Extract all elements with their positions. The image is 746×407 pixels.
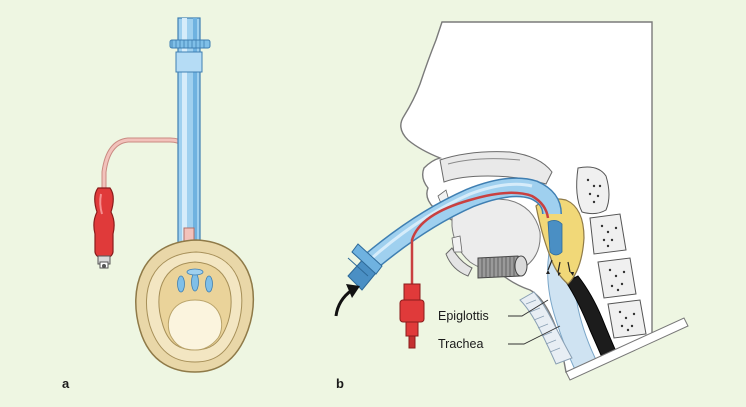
inserted-tube bbox=[347, 177, 562, 291]
trachea bbox=[519, 291, 573, 365]
mask-cuff bbox=[135, 239, 255, 373]
epiglottis-label: Epiglottis bbox=[438, 309, 489, 323]
panel-b-letter: b bbox=[336, 376, 344, 391]
pilot-balloon-b-icon bbox=[399, 283, 425, 349]
tongue bbox=[451, 198, 541, 273]
head-sagittal-section-icon bbox=[347, 21, 689, 381]
tube-connector bbox=[347, 243, 383, 291]
epiglottis bbox=[535, 198, 585, 285]
laryngeal-mask-airway-icon bbox=[93, 17, 255, 373]
epiglottis-leader bbox=[508, 299, 549, 317]
panel-a-letter: a bbox=[62, 376, 70, 391]
insertion-arrow-icon bbox=[334, 284, 360, 317]
pilot-balloon-icon bbox=[93, 187, 115, 269]
trachea-leader bbox=[508, 325, 561, 345]
cervical-spine bbox=[565, 166, 689, 381]
trachea-label: Trachea bbox=[438, 337, 483, 351]
inflation-line bbox=[101, 137, 191, 228]
hyoid-muscle bbox=[477, 255, 528, 279]
